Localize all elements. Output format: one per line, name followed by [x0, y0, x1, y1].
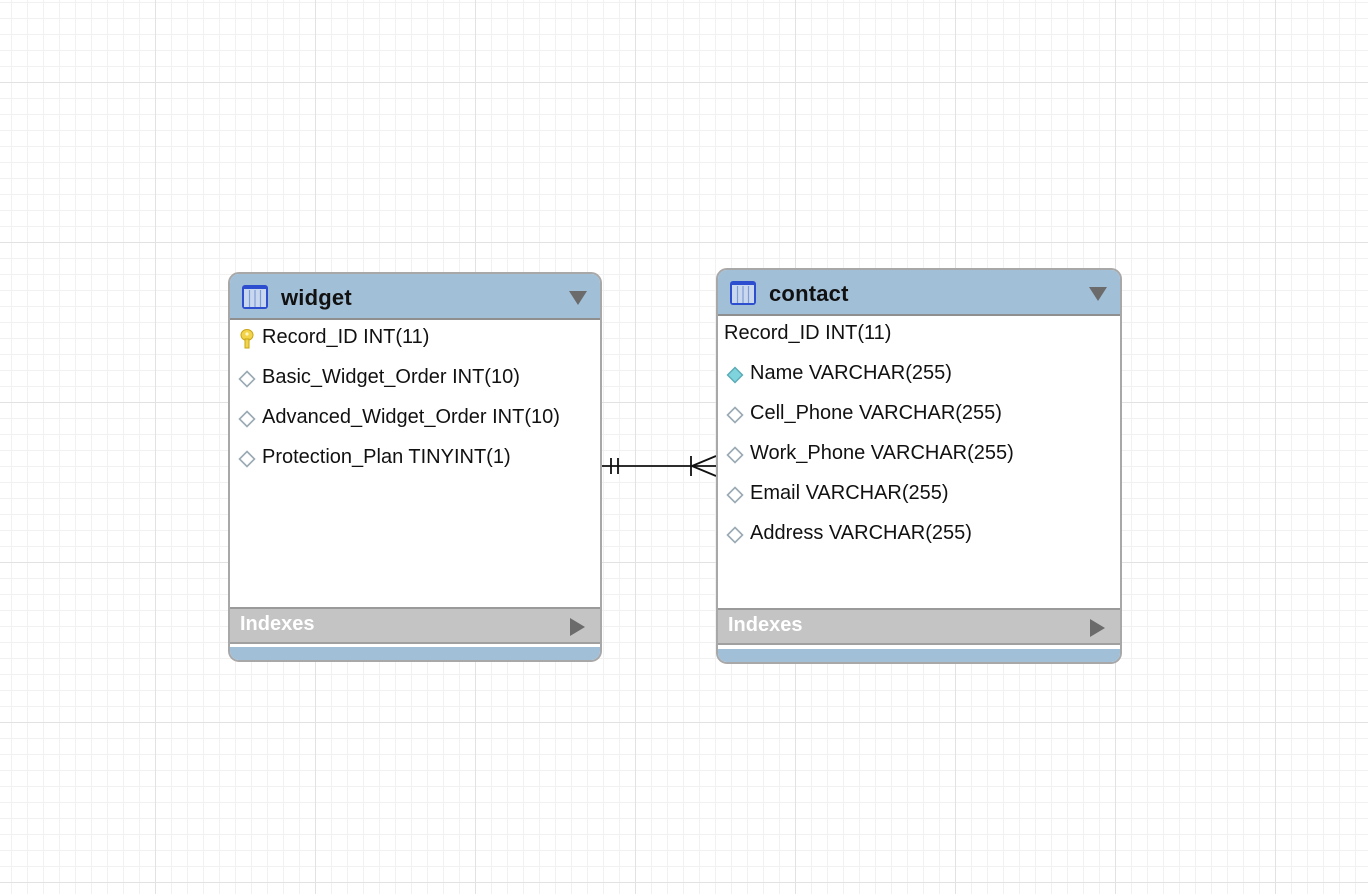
- column-label: Address VARCHAR(255): [750, 522, 972, 544]
- indexes-section[interactable]: Indexes: [718, 608, 1120, 645]
- nullable-column-icon: [238, 410, 256, 433]
- table-footer: [230, 647, 600, 660]
- nullable-column-icon: [726, 446, 744, 469]
- column-row[interactable]: Address VARCHAR(255): [718, 516, 1120, 556]
- column-label: Record_ID INT(11): [724, 322, 892, 344]
- primary-key-icon: [240, 329, 254, 354]
- column-row[interactable]: Name VARCHAR(255): [718, 356, 1120, 396]
- nullable-column-icon: [238, 370, 256, 393]
- column-row[interactable]: Email VARCHAR(255): [718, 476, 1120, 516]
- collapse-arrow-icon[interactable]: [1089, 287, 1107, 301]
- nullable-column-icon: [726, 526, 744, 549]
- column-label: Work_Phone VARCHAR(255): [750, 442, 1014, 464]
- column-row[interactable]: Work_Phone VARCHAR(255): [718, 436, 1120, 476]
- column-row[interactable]: Record_ID INT(11): [230, 320, 600, 360]
- column-row[interactable]: Advanced_Widget_Order INT(10): [230, 400, 600, 440]
- indexes-label: Indexes: [728, 614, 803, 636]
- column-label: Email VARCHAR(255): [750, 482, 949, 504]
- table-footer: [718, 649, 1120, 662]
- expand-arrow-icon[interactable]: [1090, 619, 1105, 637]
- table-header[interactable]: contact: [718, 270, 1120, 316]
- table-title: contact: [769, 281, 849, 306]
- table-header[interactable]: widget: [230, 274, 600, 320]
- column-row[interactable]: Cell_Phone VARCHAR(255): [718, 396, 1120, 436]
- indexes-section[interactable]: Indexes: [230, 607, 600, 644]
- nullable-column-icon: [238, 450, 256, 473]
- column-label: Basic_Widget_Order INT(10): [262, 366, 520, 388]
- column-label: Protection_Plan TINYINT(1): [262, 446, 511, 468]
- table-title: widget: [281, 285, 352, 310]
- table-contact[interactable]: contact Record_ID INT(11) Name VARCHAR(2…: [716, 268, 1122, 664]
- column-label: Advanced_Widget_Order INT(10): [262, 406, 560, 428]
- crows-foot-mark: [691, 465, 717, 477]
- crows-foot-mark: [691, 455, 717, 467]
- column-label: Name VARCHAR(255): [750, 362, 952, 384]
- column-row[interactable]: Record_ID INT(11): [718, 316, 1120, 356]
- column-row[interactable]: Basic_Widget_Order INT(10): [230, 360, 600, 400]
- not-null-column-icon: [726, 366, 744, 389]
- nullable-column-icon: [726, 406, 744, 429]
- column-label: Record_ID INT(11): [262, 326, 430, 348]
- table-widget[interactable]: widget Record_ID INT(11): [228, 272, 602, 662]
- collapse-arrow-icon[interactable]: [569, 291, 587, 305]
- column-list: Record_ID INT(11) Basic_Widget_Order INT…: [230, 320, 600, 480]
- indexes-label: Indexes: [240, 613, 315, 635]
- relationship-connector[interactable]: [598, 450, 722, 482]
- table-icon: [241, 284, 269, 310]
- table-icon: [729, 280, 757, 306]
- column-label: Cell_Phone VARCHAR(255): [750, 402, 1002, 424]
- nullable-column-icon: [726, 486, 744, 509]
- column-list: Record_ID INT(11) Name VARCHAR(255) Cell…: [718, 316, 1120, 556]
- expand-arrow-icon[interactable]: [570, 618, 585, 636]
- column-row[interactable]: Protection_Plan TINYINT(1): [230, 440, 600, 480]
